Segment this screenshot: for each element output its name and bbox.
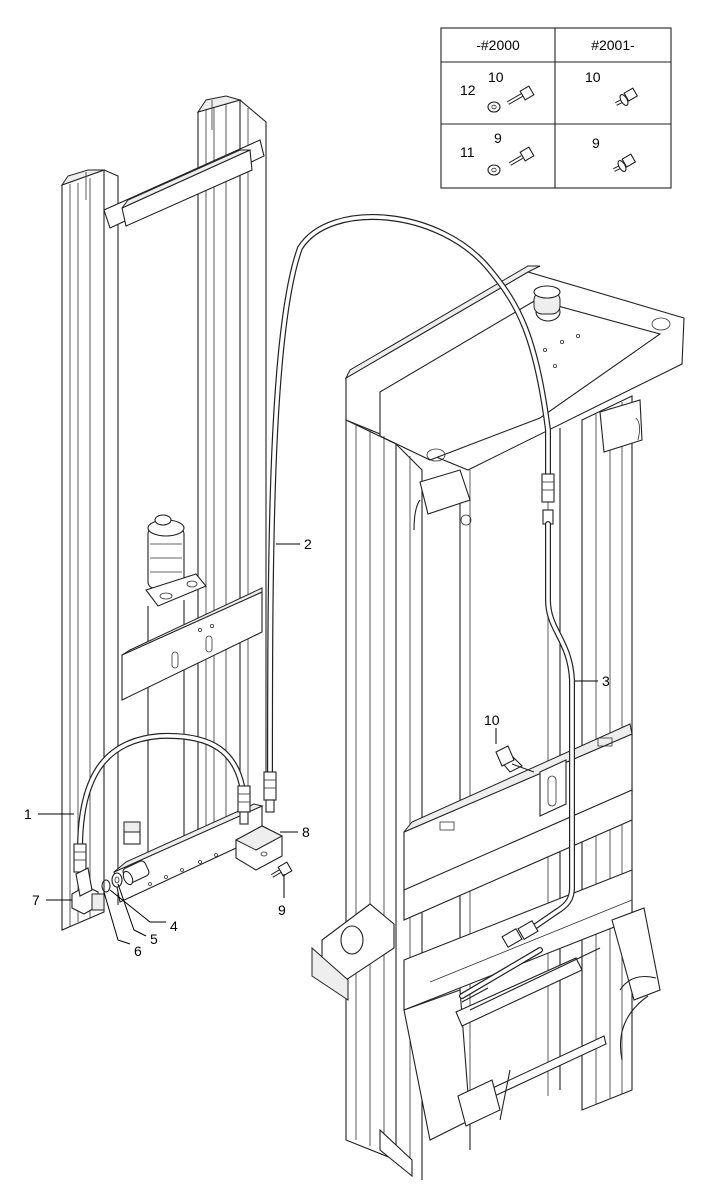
bolt-9 — [270, 861, 293, 878]
table-callout-10-early: 10 — [488, 69, 504, 85]
callout-5: 5 — [150, 931, 158, 947]
hose-2 — [267, 213, 555, 793]
callout-leaders — [38, 543, 598, 945]
hose-fitting-icon — [73, 843, 87, 873]
table-callout-10-late: 10 — [585, 69, 601, 85]
hose-fitting-icon — [263, 771, 277, 813]
pipe-fitting-icon — [501, 920, 539, 948]
flange-bolt-icon — [615, 87, 639, 106]
outer-mast — [311, 265, 685, 1180]
washer-icon — [487, 101, 501, 113]
pipe-3 — [459, 521, 601, 1011]
callout-2: 2 — [304, 536, 312, 552]
table-frame — [440, 27, 672, 189]
table-header-early: -#2000 — [476, 37, 520, 53]
callout-8: 8 — [302, 824, 310, 840]
hose-fitting-icon — [541, 473, 555, 525]
callout-1: 1 — [24, 806, 32, 822]
callout-3: 3 — [602, 673, 610, 689]
callout-7: 7 — [32, 892, 40, 908]
elbow-fitting-7 — [71, 867, 105, 915]
table-callout-9-early: 9 — [494, 130, 502, 146]
bolt-icon — [508, 146, 535, 166]
table-callout-11: 11 — [460, 144, 475, 160]
hose-1 — [73, 732, 277, 873]
bolt-icon — [507, 85, 535, 105]
adapter-4 — [122, 860, 150, 886]
hose-fitting-icon — [237, 785, 251, 825]
table-header-late: #2001- — [591, 37, 635, 53]
lift-cylinder — [145, 514, 207, 860]
o-ring-6 — [101, 879, 111, 893]
block-8 — [234, 825, 284, 871]
callout-4: 4 — [170, 918, 178, 934]
inner-mast — [60, 95, 267, 931]
callout-10: 10 — [484, 712, 500, 728]
flange-bolt-icon — [613, 153, 637, 172]
callout-9: 9 — [278, 902, 286, 918]
callout-6: 6 — [134, 943, 142, 959]
table-callout-9-late: 9 — [592, 135, 600, 151]
washer-5 — [111, 872, 123, 888]
washer-icon — [487, 164, 501, 176]
table-callout-12: 12 — [460, 82, 476, 98]
variant-table: -#2000 #2001- 12 10 10 11 9 — [440, 27, 672, 189]
clamp-bracket — [539, 759, 567, 817]
